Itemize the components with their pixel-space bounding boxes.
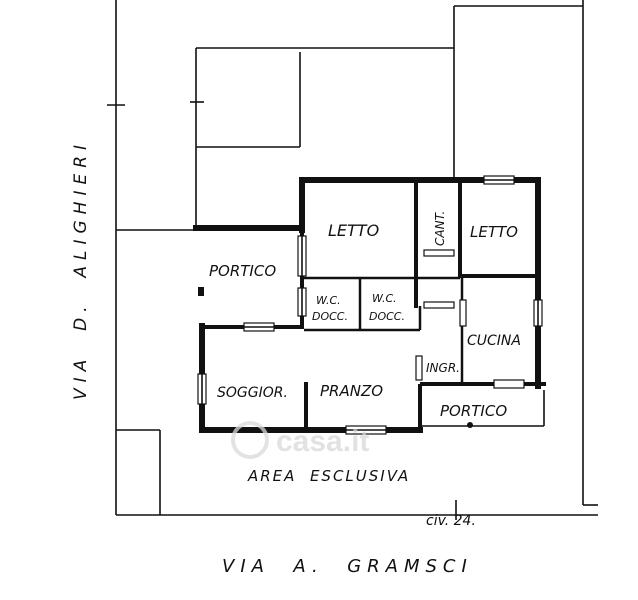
windows [197,175,543,435]
interior-partitions [304,182,546,432]
area-label: AREA ESCLUSIVA [247,467,410,485]
room-cucina: CUCINA [467,333,521,349]
street-label-left: VIA D. ALIGHIERI [71,139,91,400]
room-pranzo: PRANZO [320,382,383,400]
room-wc-2-line1: W.C. [372,292,397,305]
civic-number: civ. 24. [426,513,476,529]
watermark-brand: casa.it [276,425,369,458]
room-portico-2: PORTICO [440,402,507,420]
porch-outline [198,287,545,428]
street-label-bottom: VIA A. GRAMSCI [222,556,473,577]
watermark: casa.it [231,421,369,459]
room-labels: LETTO CANT. LETTO PORTICO W.C. DOCC. W.C… [209,211,521,420]
outside-labels: AREA ESCLUSIVA civ. 24. VIA D. ALIGHIERI… [71,139,476,577]
room-wc-1-line2: DOCC. [312,310,348,323]
room-portico-1: PORTICO [209,262,276,280]
room-cantina: CANT. [433,211,447,246]
room-wc-2-line2: DOCC. [369,310,405,323]
room-ingresso: INGR. [426,361,460,375]
lot-lines [107,0,598,520]
room-letto-2: LETTO [470,223,518,241]
room-soggiorno: SOGGIOR. [217,385,288,401]
room-letto-1: LETTO [328,221,379,240]
room-wc-1-line1: W.C. [316,294,341,307]
